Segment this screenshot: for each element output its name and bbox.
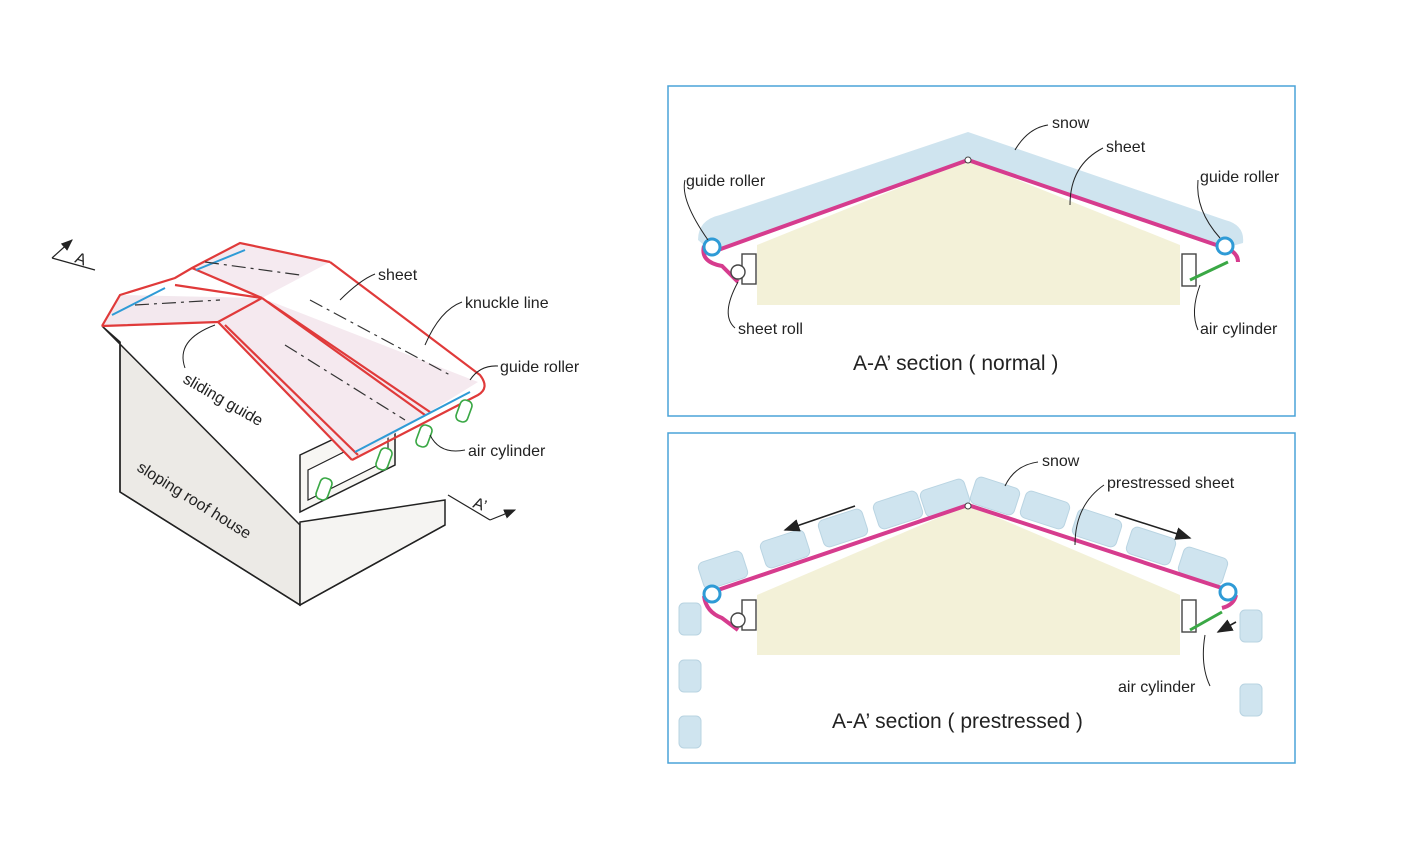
section-mark-top-label: A [73, 250, 89, 270]
air-cylinder-right-2 [1189, 610, 1223, 632]
normal-label-air-cylinder: air cylinder [1200, 321, 1278, 338]
section-mark-a-prime: A’ [447, 494, 517, 521]
guide-roller-left [702, 237, 722, 257]
normal-label-sheet: sheet [1106, 139, 1146, 156]
snow-layer [698, 132, 1244, 252]
prestressed-label-air-cylinder: air cylinder [1118, 679, 1196, 696]
prestressed-caption: A-A’ section ( prestressed ) [832, 710, 1083, 733]
panel-prestressed: snow prestressed sheet air cylinder A-A’… [667, 432, 1296, 764]
normal-caption: A-A’ section ( normal ) [853, 352, 1058, 375]
normal-label-guide-roller-right: guide roller [1200, 169, 1280, 186]
prestressed-label-sheet: prestressed sheet [1107, 475, 1235, 492]
normal-label-sheet-roll: sheet roll [738, 321, 803, 338]
normal-label-guide-roller-left: guide roller [686, 173, 766, 190]
sheet-roll [730, 264, 746, 280]
prestressed-label-snow: snow [1042, 453, 1080, 470]
ridge-hinge-2 [964, 502, 972, 510]
roof-sheet [101, 241, 486, 461]
iso-label-guide-roller: guide roller [500, 359, 580, 376]
section-mark-a: A [51, 239, 96, 271]
sheet-roll-2 [730, 612, 746, 628]
air-cylinders [315, 399, 473, 501]
house-section [757, 160, 1180, 305]
guide-roller-left-2 [702, 584, 722, 604]
snow-blocks [678, 476, 1263, 749]
iso-label-sheet: sheet [378, 267, 418, 284]
guide-roller-right [1215, 236, 1235, 256]
motion-arrows [783, 505, 1237, 633]
isometric-view: A A’ sheet knuckle line guide roller air… [51, 239, 580, 607]
panel-normal: snow sheet guide roller guide roller she… [667, 85, 1296, 417]
guide-roller-right-2 [1218, 582, 1238, 602]
section-mark-bottom-label: A’ [471, 495, 489, 515]
house-section-2 [757, 505, 1180, 655]
normal-label-snow: snow [1052, 115, 1090, 132]
iso-label-knuckle-line: knuckle line [465, 295, 549, 312]
ridge-hinge [964, 156, 972, 164]
iso-label-air-cylinder: air cylinder [468, 443, 546, 460]
air-cylinder-right [1189, 260, 1229, 282]
